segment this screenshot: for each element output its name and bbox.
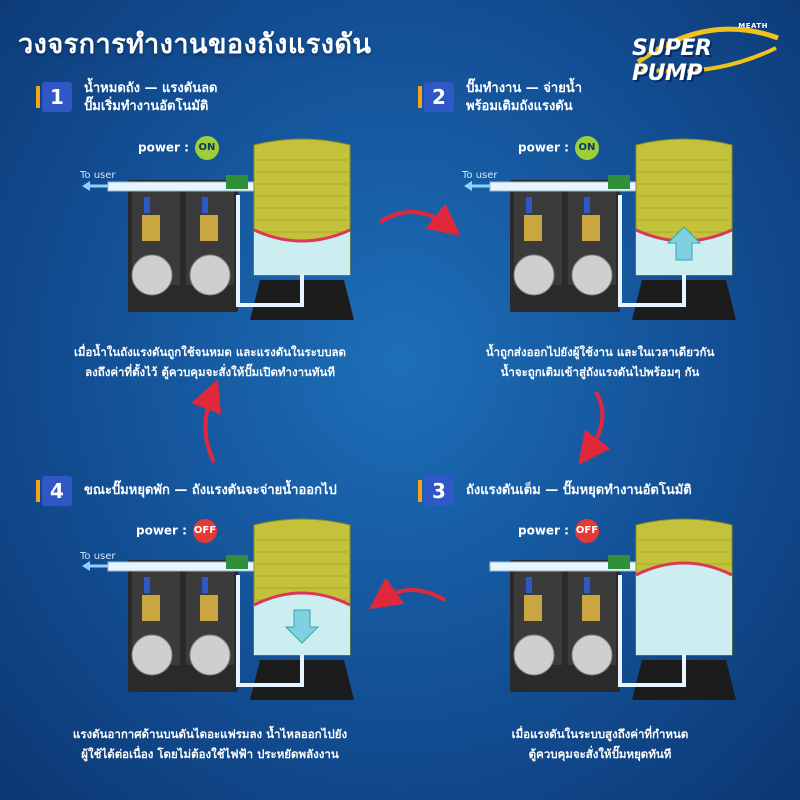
arrow-step4-to-step1 <box>191 379 222 463</box>
step-4-power: power :OFF <box>136 519 217 543</box>
step-1-pump-tank-illustration <box>82 138 354 320</box>
step-2-number: 2 <box>418 82 454 112</box>
step-1-description: เมื่อน้ำในถังแรงดันถูกใช้จนหมด และแรงดัน… <box>73 345 347 379</box>
step-3-number: 3 <box>418 476 454 506</box>
step-2-to-user-label: To user <box>462 170 498 181</box>
step-4-number: 4 <box>36 476 72 506</box>
step-2-pump-tank-illustration <box>464 138 736 320</box>
step-2-power: power :ON <box>518 136 599 160</box>
power-on-badge: ON <box>194 136 219 160</box>
power-on-badge: ON <box>574 136 599 160</box>
step-3-description: เมื่อแรงดันในระบบสูงถึงค่าที่กำหนดตู้ควบ… <box>511 727 689 761</box>
step-1-number: 1 <box>36 82 72 112</box>
step-3-power: power :OFF <box>518 519 599 543</box>
step-4-pump-tank-illustration <box>82 518 354 700</box>
step-1-title: น้ำหมดถัง — แรงดันลดปั๊มเริ่มทำงานอัตโนม… <box>84 81 218 114</box>
step-3-title: ถังแรงดันเต็ม — ปั๊มหยุดทำงานอัตโนมัติ <box>466 483 692 498</box>
step-2-description: น้ำถูกส่งออกไปยังผู้ใช้งาน และในเวลาเดีย… <box>485 345 715 379</box>
step-4-description: แรงดันอากาศด้านบนดันไดอะแฟรมลง น้ำไหลออก… <box>72 727 348 761</box>
logo-maker: MEATH <box>738 22 768 30</box>
step-4-title: ขณะปั๊มหยุดพัก — ถังแรงดันจะจ่ายน้ำออกไป <box>84 483 337 498</box>
step-1-to-user-label: To user <box>80 170 116 181</box>
super-pump-logo: MEATH SUPER PUMP <box>632 18 782 86</box>
power-off-badge: OFF <box>192 519 217 543</box>
page-title: วงจรการทำงานของถังแรงดัน <box>18 29 372 60</box>
step-2-title: ปั๊มทำงาน — จ่ายน้ำพร้อมเติมถังแรงดัน <box>466 81 582 114</box>
arrow-step2-to-step3 <box>578 391 611 465</box>
arrow-step1-to-step2 <box>378 203 461 236</box>
step-1-power: power :ON <box>138 136 219 160</box>
step-4-to-user-label: To user <box>80 551 116 562</box>
power-off-badge: OFF <box>574 519 599 543</box>
logo-brand: SUPER PUMP <box>632 36 712 86</box>
arrow-step3-to-step4 <box>368 577 446 610</box>
step-3-pump-tank-illustration <box>489 518 736 700</box>
